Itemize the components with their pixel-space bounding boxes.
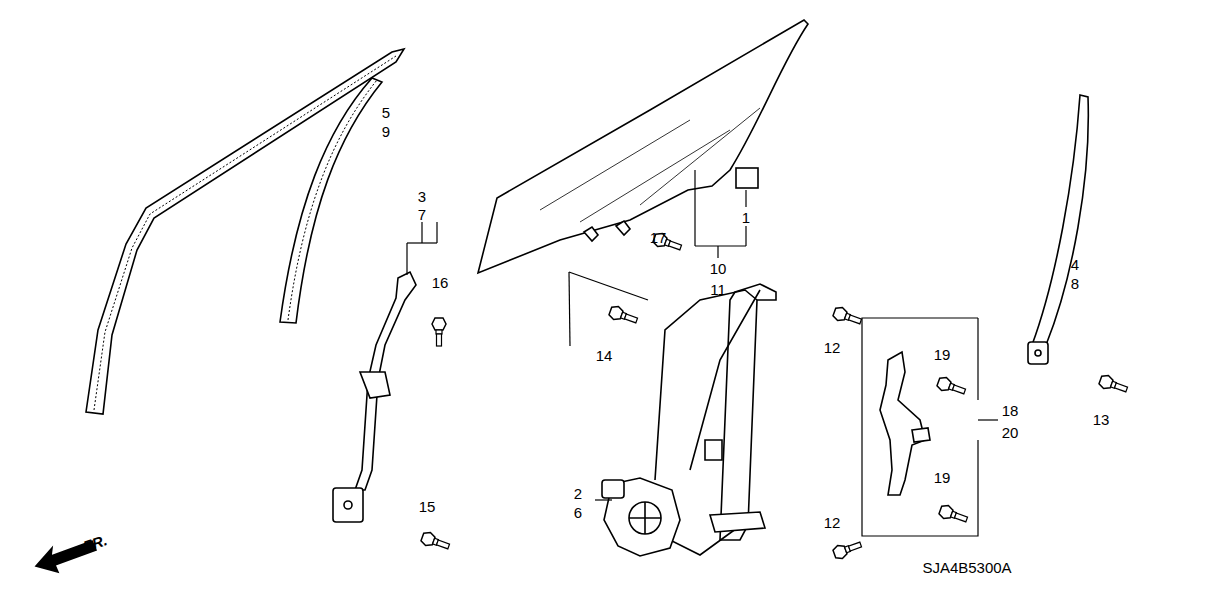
callout-number: 19 [932,469,953,486]
callout-number: 15 [417,498,438,515]
callout-number: 6 [572,504,584,521]
callout-number: 12 [822,339,843,356]
callout-number: 10 [708,260,729,277]
callout-number: 16 [430,274,451,291]
callout-number: 18 [1000,402,1021,419]
callout-number: 2 [572,485,584,502]
diagram-code: SJA4B5300A [920,559,1013,576]
callout-number: 9 [380,123,392,140]
callout-number: 20 [1000,424,1021,441]
callout-number: 17 [648,229,669,246]
callout-number: 19 [932,346,953,363]
front-indicator: FR. [79,531,111,556]
callout-number: 8 [1069,275,1081,292]
callout-number: 4 [1069,256,1081,273]
callout-number: 3 [416,188,428,205]
callout-number: 12 [822,514,843,531]
callout-number: 14 [594,347,615,364]
callout-number: 11 [708,281,728,298]
callout-number: 5 [380,104,392,121]
callout-number: 7 [416,206,428,223]
callout-number: 1 [740,209,752,226]
callout-number: 13 [1091,411,1112,428]
